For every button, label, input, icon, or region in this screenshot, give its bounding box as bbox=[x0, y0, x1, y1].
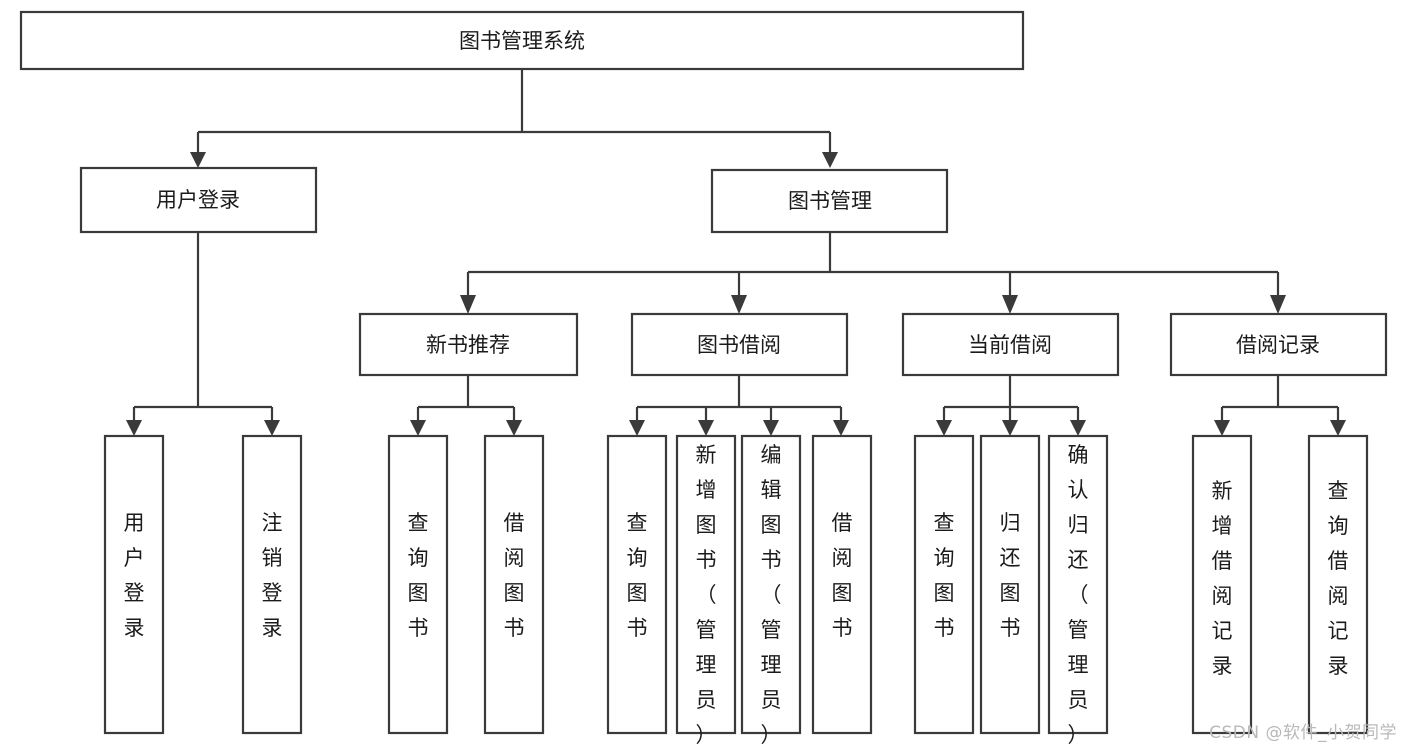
node-borrow-record-box[interactable] bbox=[1169, 312, 1388, 377]
node-book-manage[interactable]: 图书管理 bbox=[710, 168, 949, 234]
leaf-user-login-2-box[interactable] bbox=[241, 434, 303, 735]
leaf-user-login-1-box[interactable] bbox=[103, 434, 165, 735]
connector-user-login-bus bbox=[132, 232, 274, 420]
leaf-new-book-2-box[interactable] bbox=[483, 434, 545, 735]
leaf-borrow-record-1[interactable]: 新增借阅记录 bbox=[1191, 434, 1253, 735]
arrow-head-borrow-leaf-4 bbox=[833, 420, 849, 436]
leaf-book-borrow-2-box[interactable] bbox=[675, 434, 737, 735]
node-current-borrow-label: 当前借阅 bbox=[968, 333, 1052, 357]
leaf-book-borrow-2-label: 新增图书（管理员） bbox=[696, 443, 717, 747]
leaf-user-login-2[interactable]: 注销登录 bbox=[241, 434, 303, 735]
arrow-head-new-book bbox=[460, 295, 476, 314]
leaf-borrow-record-2[interactable]: 查询借阅记录 bbox=[1307, 434, 1369, 735]
node-new-book-recommend-box[interactable] bbox=[358, 312, 579, 377]
arrow-head-record-leaf-1 bbox=[1214, 420, 1230, 436]
arrow-head-borrow-record bbox=[1270, 295, 1286, 314]
leaf-book-borrow-3[interactable]: 编辑图书（管理员） bbox=[740, 434, 802, 747]
leaf-book-borrow-4[interactable]: 借阅图书 bbox=[811, 434, 873, 735]
arrow-head-borrow-leaf-3 bbox=[763, 420, 779, 436]
leaf-current-borrow-1-label: 查询图书 bbox=[934, 511, 955, 640]
leaf-borrow-record-1-label: 新增借阅记录 bbox=[1212, 479, 1233, 678]
leaf-current-borrow-2[interactable]: 归还图书 bbox=[979, 434, 1041, 735]
node-user-login-box[interactable] bbox=[79, 166, 318, 234]
leaf-new-book-2-label: 借阅图书 bbox=[504, 511, 525, 640]
arrow-head-user-login bbox=[190, 152, 206, 168]
arrow-head-newbook-leaf-2 bbox=[506, 420, 522, 436]
arrow-head-current-leaf-3 bbox=[1070, 420, 1086, 436]
leaf-book-borrow-3-box[interactable] bbox=[740, 434, 802, 735]
leaf-borrow-record-2-box[interactable] bbox=[1307, 434, 1369, 735]
arrow-head-login-leaf-2 bbox=[264, 420, 280, 436]
node-root-box[interactable] bbox=[19, 10, 1025, 71]
connector-current-borrow-bus bbox=[942, 375, 1080, 420]
connector-new-book-bus bbox=[416, 375, 516, 420]
leaf-current-borrow-3[interactable]: 确认归还（管理员） bbox=[1047, 434, 1109, 747]
leaf-user-login-2-label: 注销登录 bbox=[262, 511, 283, 640]
leaf-current-borrow-3-box[interactable] bbox=[1047, 434, 1109, 735]
leaf-borrow-record-1-box[interactable] bbox=[1191, 434, 1253, 735]
arrow-head-login-leaf-1 bbox=[126, 420, 142, 436]
node-book-manage-box[interactable] bbox=[710, 168, 949, 234]
arrow-head-borrow-leaf-2 bbox=[698, 420, 714, 436]
arrow-head-newbook-leaf-1 bbox=[410, 420, 426, 436]
arrow-head-current-borrow bbox=[1002, 295, 1018, 314]
node-book-manage-label: 图书管理 bbox=[788, 189, 872, 213]
leaf-new-book-2[interactable]: 借阅图书 bbox=[483, 434, 545, 735]
arrow-head-book-manage bbox=[822, 152, 838, 168]
leaf-book-borrow-4-box[interactable] bbox=[811, 434, 873, 735]
connector-borrow-record-bus bbox=[1220, 375, 1340, 420]
arrow-head-current-leaf-2 bbox=[1002, 420, 1018, 436]
node-book-borrow-label: 图书借阅 bbox=[697, 333, 781, 357]
node-user-login-label: 用户登录 bbox=[156, 188, 240, 212]
leaf-user-login-1-label: 用户登录 bbox=[124, 511, 145, 640]
leaf-current-borrow-1-box[interactable] bbox=[913, 434, 975, 735]
node-current-borrow-box[interactable] bbox=[901, 312, 1120, 377]
arrow-head-current-leaf-1 bbox=[936, 420, 952, 436]
leaf-book-borrow-2[interactable]: 新增图书（管理员） bbox=[675, 434, 737, 747]
leaf-borrow-record-2-label: 查询借阅记录 bbox=[1328, 479, 1349, 678]
arrow-head-borrow-leaf-1 bbox=[629, 420, 645, 436]
node-root-label: 图书管理系统 bbox=[459, 29, 585, 53]
node-new-book-recommend-label: 新书推荐 bbox=[426, 333, 510, 357]
node-root[interactable]: 图书管理系统 bbox=[19, 10, 1025, 71]
leaf-current-borrow-1[interactable]: 查询图书 bbox=[913, 434, 975, 735]
leaf-book-borrow-3-label: 编辑图书（管理员） bbox=[761, 443, 782, 747]
connector-book-borrow-bus bbox=[635, 375, 843, 420]
node-current-borrow[interactable]: 当前借阅 bbox=[901, 312, 1120, 377]
connector-root-bus bbox=[196, 69, 832, 152]
node-book-borrow-box[interactable] bbox=[630, 312, 849, 377]
arrow-head-record-leaf-2 bbox=[1330, 420, 1346, 436]
node-book-borrow[interactable]: 图书借阅 bbox=[630, 312, 849, 377]
leaf-user-login-1[interactable]: 用户登录 bbox=[103, 434, 165, 735]
node-borrow-record[interactable]: 借阅记录 bbox=[1169, 312, 1388, 377]
connector-layer bbox=[126, 69, 1346, 436]
connector-book-manage-bus bbox=[466, 232, 1280, 295]
leaf-current-borrow-2-box[interactable] bbox=[979, 434, 1041, 735]
arrow-head-book-borrow bbox=[731, 295, 747, 314]
leaf-book-borrow-1[interactable]: 查询图书 bbox=[606, 434, 668, 735]
leaf-current-borrow-3-label: 确认归还（管理员） bbox=[1068, 443, 1089, 747]
node-new-book-recommend[interactable]: 新书推荐 bbox=[358, 312, 579, 377]
leaf-book-borrow-4-label: 借阅图书 bbox=[832, 511, 853, 640]
leaf-book-borrow-1-box[interactable] bbox=[606, 434, 668, 735]
leaf-current-borrow-2-label: 归还图书 bbox=[1000, 511, 1021, 640]
leaf-new-book-1-box[interactable] bbox=[387, 434, 449, 735]
node-user-login[interactable]: 用户登录 bbox=[79, 166, 318, 234]
leaf-book-borrow-1-label: 查询图书 bbox=[627, 511, 648, 640]
leaf-new-book-1[interactable]: 查询图书 bbox=[387, 434, 449, 735]
node-borrow-record-label: 借阅记录 bbox=[1236, 333, 1320, 357]
leaf-new-book-1-label: 查询图书 bbox=[408, 511, 429, 640]
